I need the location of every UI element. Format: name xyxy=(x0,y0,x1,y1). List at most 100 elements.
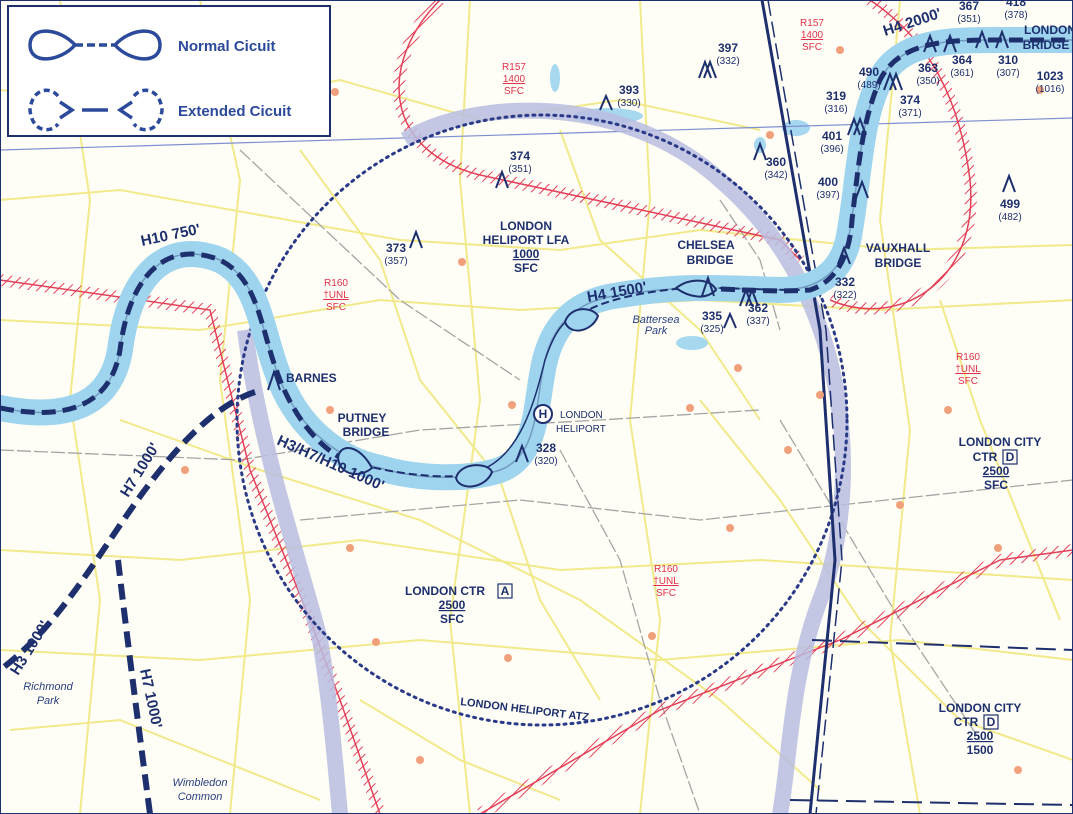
place-barnes: BARNES xyxy=(286,371,337,385)
place-heliport-1: LONDON xyxy=(560,410,603,421)
obstacle-elev: 1023 xyxy=(1037,69,1064,83)
heliport-icon: H xyxy=(533,404,553,424)
obstacle-elev: 363 xyxy=(918,61,938,75)
place-putney-2: BRIDGE xyxy=(343,425,390,439)
obstacle-agl: (325) xyxy=(700,324,723,335)
ctr-label: LONDON CTR A 2500 SFC xyxy=(405,583,513,626)
obstacle-elev: 362 xyxy=(748,301,768,315)
obstacle-agl: (489) xyxy=(857,80,880,91)
obstacle-elev: 367 xyxy=(959,0,979,13)
reporting-points xyxy=(181,46,1044,774)
city1-lower: SFC xyxy=(984,478,1008,492)
restricted-r160-b: R160 †UNL SFC xyxy=(955,352,981,387)
obstacle-elev: 335 xyxy=(702,309,722,323)
obstacle-agl: (351) xyxy=(957,14,980,25)
obstacle-agl: (482) xyxy=(998,212,1021,223)
legend-normal-label: Normal Cicuit xyxy=(178,38,276,55)
obstacle-elev: 310 xyxy=(998,53,1018,67)
obstacle-agl: (1016) xyxy=(1036,84,1065,95)
place-battersea-1: Battersea xyxy=(632,314,679,326)
obstacle-elev: 319 xyxy=(826,89,846,103)
place-richmond-2: Park xyxy=(37,695,60,707)
circuit-shapes xyxy=(336,279,718,488)
city1-name-1: LONDON CITY xyxy=(959,435,1042,449)
obstacle-elev: 374 xyxy=(510,149,530,163)
obstacle-elev: 400 xyxy=(818,175,838,189)
obstacle-elev: 418 xyxy=(1006,0,1026,9)
obstacle-agl: (396) xyxy=(820,144,843,155)
obstacle-elev: 328 xyxy=(536,441,556,455)
normal-circuit-symbol xyxy=(28,29,162,61)
obstacle-elev: 499 xyxy=(1000,197,1020,211)
city-ctr-label-2: LONDON CITY CTR D 2500 1500 xyxy=(939,701,1022,757)
restricted-r157-b: R157 1400 SFC xyxy=(800,18,824,53)
ctr-upper: 2500 xyxy=(439,598,466,612)
obstacle-elev: 393 xyxy=(619,83,639,97)
route-normal-circuit xyxy=(474,314,581,473)
obstacle-elev: 374 xyxy=(900,93,920,107)
ctr-class: A xyxy=(501,584,510,598)
city-ctr-label-1: LONDON CITY CTR D 2500 SFC xyxy=(959,435,1042,492)
lfa-upper: 1000 xyxy=(513,247,540,261)
restricted-name: R160 xyxy=(654,564,678,575)
obstacle-elev: 360 xyxy=(766,155,786,169)
place-chelsea-2: BRIDGE xyxy=(687,253,734,267)
restricted-lower: SFC xyxy=(504,86,524,97)
restricted-upper: †UNL xyxy=(653,576,679,587)
restricted-r157-a: R157 1400 SFC xyxy=(502,62,526,97)
obstacle-elev: 397 xyxy=(718,41,738,55)
obstacle-agl: (361) xyxy=(950,68,973,79)
obstacle-elev: 490 xyxy=(859,65,879,79)
restricted-upper: †UNL xyxy=(323,290,349,301)
obstacle-agl: (351) xyxy=(508,164,531,175)
lfa-lower: SFC xyxy=(514,261,538,275)
city2-name-2: CTR xyxy=(954,715,979,729)
place-wimbledon-2: Common xyxy=(178,791,223,803)
obstacle-agl: (307) xyxy=(996,68,1019,79)
ctr-boundaries xyxy=(760,0,1073,814)
obstacle-agl: (342) xyxy=(764,170,787,181)
obstacle-agl: (371) xyxy=(898,108,921,119)
city2-class: D xyxy=(987,715,996,729)
extended-circuit-symbol xyxy=(28,88,164,132)
restricted-name: R157 xyxy=(800,18,824,29)
restricted-upper: 1400 xyxy=(801,30,824,41)
ctr-name: LONDON CTR xyxy=(405,584,485,598)
place-vauxhall-1: VAUXHALL xyxy=(866,241,930,255)
svg-text:H: H xyxy=(539,407,548,421)
city1-name-2: CTR xyxy=(973,450,998,464)
city2-upper: 2500 xyxy=(967,729,994,743)
place-london-bridge-1: LONDON xyxy=(1024,23,1073,37)
city1-class: D xyxy=(1006,450,1015,464)
place-wimbledon-1: Wimbledon xyxy=(173,777,228,789)
external-routes xyxy=(0,389,256,814)
obstacle-agl: (350) xyxy=(916,76,939,87)
obstacle-agl: (316) xyxy=(824,104,847,115)
place-london-bridge-2: BRIDGE xyxy=(1023,38,1070,52)
ctr-lower: SFC xyxy=(440,612,464,626)
city2-lower: 1500 xyxy=(967,743,994,757)
restricted-r160-a: R160 †UNL SFC xyxy=(323,278,349,313)
obstacle-elev: 401 xyxy=(822,129,842,143)
obstacle-elev: 332 xyxy=(835,275,855,289)
city1-upper: 2500 xyxy=(983,464,1010,478)
place-chelsea-1: CHELSEA xyxy=(677,238,735,252)
place-putney-1: PUTNEY xyxy=(338,411,387,425)
lfa-label: LONDON HELIPORT LFA 1000 SFC xyxy=(483,219,570,275)
restricted-lower: SFC xyxy=(958,376,978,387)
boundary-line xyxy=(0,117,1073,151)
obstacle-agl: (397) xyxy=(816,190,839,201)
restricted-name: R160 xyxy=(324,278,348,289)
place-richmond-1: Richmond xyxy=(23,681,73,693)
obstacle-agl: (330) xyxy=(617,98,640,109)
obstacle-labels: 397 (332) 393 (330) 374 (351) 373 (357) … xyxy=(384,0,1064,467)
atz-shade-right xyxy=(400,102,852,814)
lfa-name-2: HELIPORT LFA xyxy=(483,233,570,247)
restricted-r160-c: R160 †UNL SFC xyxy=(653,564,679,599)
place-vauxhall-2: BRIDGE xyxy=(875,256,922,270)
legend-extended-label: Extended Cicuit xyxy=(178,103,291,120)
place-battersea-2: Park xyxy=(645,325,668,337)
restricted-lower: SFC xyxy=(802,42,822,53)
obstacle-agl: (378) xyxy=(1004,10,1027,21)
obstacle-symbols xyxy=(267,29,1016,463)
